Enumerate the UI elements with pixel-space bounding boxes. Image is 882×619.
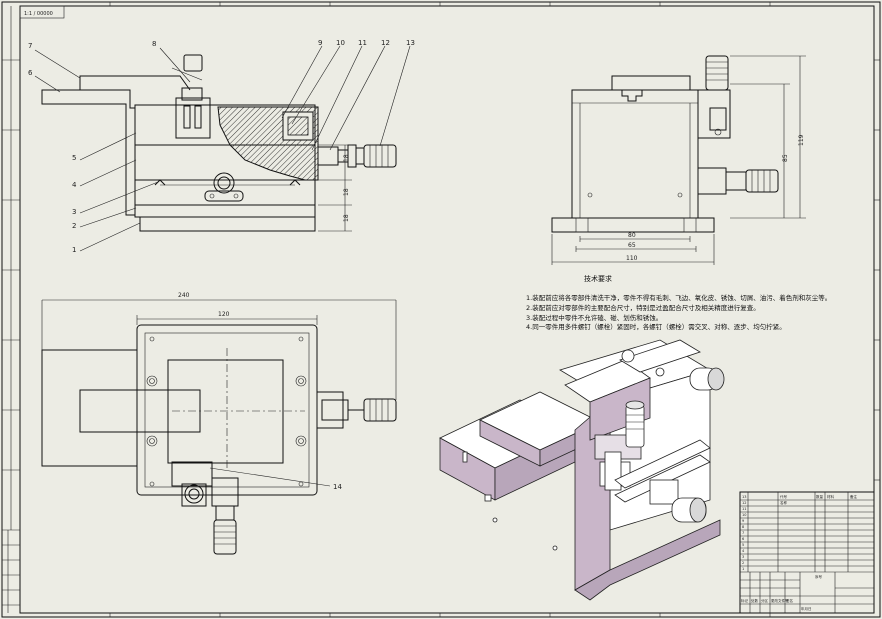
- tb-label-mark: 标记: [741, 598, 749, 603]
- plan-view: 240 120 14: [41, 292, 397, 555]
- tb-row-10: 4: [742, 549, 745, 553]
- dim-plan-120: 120: [218, 311, 230, 318]
- tb-row-4: 10: [742, 513, 746, 517]
- tb-label-sign: 签名: [786, 598, 793, 603]
- dim-front-3: 18: [343, 214, 350, 222]
- callout-9: 9: [318, 39, 322, 47]
- dim-side-85: 85: [782, 154, 789, 162]
- tb-label-date: 年月日: [801, 606, 812, 611]
- callout-5: 5: [72, 154, 76, 162]
- notes-line-1: 1.装配前应将各零部件清洗干净，零件不得有毛刺、飞边、氧化皮、锈蚀、切屑、油污、…: [526, 294, 832, 302]
- tb-row-3: 11: [742, 507, 746, 511]
- title-block: 13 12 11 10 9 8 7 6 5 4 3 2 1 标记 处数 分区 更…: [739, 491, 875, 614]
- tb-row-8: 6: [742, 537, 744, 541]
- callout-1: 1: [72, 246, 76, 254]
- tb-row-2: 12: [742, 501, 746, 505]
- callout-4: 4: [72, 181, 77, 189]
- tb-row-5: 9: [742, 519, 744, 523]
- corner-label: 1:1 / 00000: [24, 11, 53, 17]
- callout-11: 11: [358, 39, 367, 47]
- callout-12: 12: [381, 39, 390, 47]
- side-view: 119 85 80 65 110: [551, 55, 806, 265]
- tb-head-material: 材料: [827, 494, 835, 499]
- tb-label-count: 处数: [751, 598, 759, 603]
- dim-side-80: 80: [628, 232, 636, 239]
- isometric-view: [439, 339, 725, 601]
- notes-line-2: 2.装配前应对零部件的主要配合尺寸，特别是过盈配合尺寸及相关精度进行复查。: [526, 304, 760, 312]
- tb-label-change: 更改文件号: [771, 598, 789, 603]
- tb-head-qty: 数量: [816, 494, 824, 499]
- dim-plan-240: 240: [178, 292, 190, 299]
- dim-front-1: 18: [343, 154, 350, 162]
- tb-row-11: 3: [742, 555, 744, 559]
- tb-row-6: 8: [742, 525, 744, 529]
- dim-side-119: 119: [798, 134, 805, 146]
- tb-head-name: 名称: [780, 500, 788, 505]
- callout-13: 13: [406, 39, 415, 47]
- front-view-callouts: 7 6 5 4 3 2 1 8 9 10 11 12 13: [28, 39, 415, 254]
- tb-row-9: 5: [742, 543, 744, 547]
- dim-side-110: 110: [626, 255, 638, 262]
- tb-row-1: 13: [742, 495, 746, 499]
- tb-head-index: 序号: [815, 574, 823, 579]
- tb-row-12: 2: [742, 561, 744, 565]
- tb-head-code: 代号: [780, 494, 788, 499]
- callout-6: 6: [28, 69, 33, 77]
- dim-side-65: 65: [628, 242, 636, 249]
- callout-7: 7: [28, 42, 32, 50]
- callout-10: 10: [336, 39, 345, 47]
- notes-title: 技术要求: [584, 275, 612, 283]
- dim-front-2: 18: [343, 188, 350, 196]
- callout-14: 14: [333, 483, 342, 491]
- notes-line-3: 3.装配过程中零件不允许磕、碰、划伤和锈蚀。: [526, 314, 663, 322]
- callout-2: 2: [72, 222, 76, 230]
- callout-3: 3: [72, 208, 76, 216]
- notes-line-4: 4.同一零件用多件螺钉（螺栓）紧固时，各螺钉（螺栓）需交叉、对称、逐步、均匀拧紧…: [526, 323, 786, 331]
- tb-row-13: 1: [742, 567, 744, 571]
- callout-8: 8: [152, 40, 156, 48]
- tb-head-remark: 备注: [850, 494, 858, 499]
- tb-row-7: 7: [742, 531, 744, 535]
- tb-label-zone: 分区: [761, 598, 769, 603]
- front-view: 7 6 5 4 3 2 1 8 9 10 11 12 13 18 18 18: [28, 39, 415, 254]
